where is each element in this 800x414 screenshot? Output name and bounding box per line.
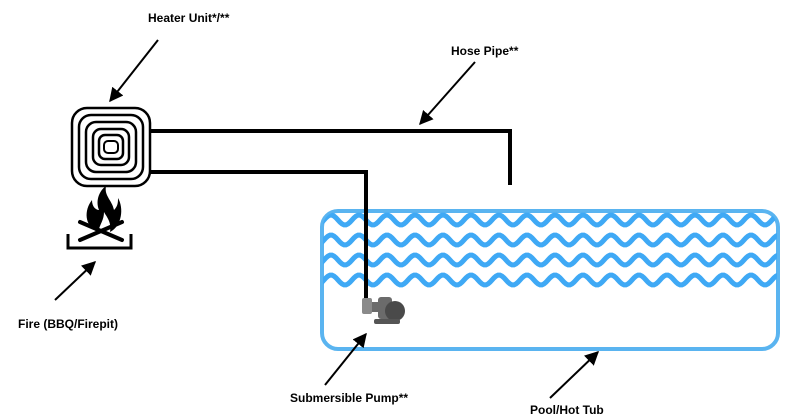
label-fire: Fire (BBQ/Firepit) (18, 317, 118, 331)
arrow-pool-hot-tub (549, 351, 600, 399)
fire-pit-bowl (66, 234, 133, 250)
arrow-fire (54, 261, 97, 301)
arrow-submersible-pump (324, 332, 367, 386)
water-wave-3 (323, 252, 777, 268)
pump-icon (362, 297, 405, 324)
label-submersible-pump: Submersible Pump** (290, 391, 408, 405)
label-pool-hot-tub: Pool/Hot Tub (530, 403, 604, 414)
flame (86, 186, 122, 232)
arrow-hose-pipe (419, 61, 476, 126)
log-2 (78, 220, 124, 242)
hose-pipe-feed (150, 170, 368, 302)
heater-coil-icon (70, 106, 152, 188)
water-wave-4 (323, 272, 777, 288)
hose-pipe-return (150, 129, 512, 185)
water-wave-2 (323, 232, 777, 248)
fire-icon (66, 186, 133, 250)
pool-water-waves (323, 212, 777, 288)
water-wave-1 (323, 212, 777, 228)
pool-hot-tub (320, 209, 780, 351)
label-hose-pipe: Hose Pipe** (451, 44, 519, 58)
arrow-heater-unit (109, 39, 159, 103)
label-heater-unit: Heater Unit*/** (148, 11, 230, 25)
